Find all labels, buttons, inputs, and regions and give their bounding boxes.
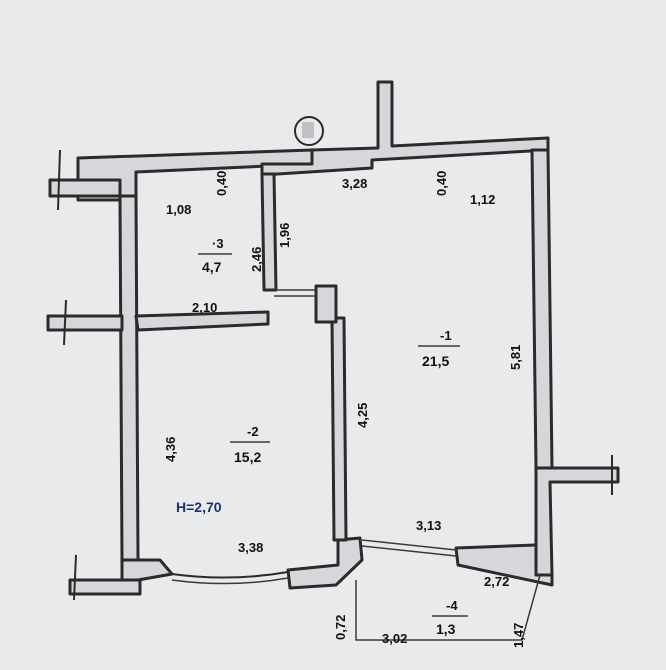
room-4-number: -4 [446, 598, 458, 613]
window-room2 [171, 571, 289, 579]
right-wall [530, 148, 554, 470]
wall-room2-room1 [330, 316, 348, 542]
room-3-number: ·3 [212, 236, 224, 251]
dimension-labels: 3,28 0,40 0,40 1,08 1,12 1,96 2,46 2,10 … [163, 171, 526, 648]
left-stub-lower [68, 578, 142, 596]
dim-2-10: 2,10 [192, 300, 217, 315]
bottom-wall-left [120, 558, 174, 582]
balcony-outline [355, 574, 541, 641]
room-2-number: -2 [247, 424, 259, 439]
dim-3-13: 3,13 [416, 518, 441, 533]
room-1-label: -1 21,5 [418, 328, 460, 369]
dim-1-96: 1,96 [277, 223, 292, 248]
dim-0-40-left: 0,40 [214, 171, 229, 196]
wall-room3-room2 [134, 310, 270, 332]
dim-5-81: 5,81 [508, 345, 523, 370]
redacted-mark [302, 122, 314, 138]
bottom-wall-balcony [454, 543, 554, 587]
dim-3-28: 3,28 [342, 176, 367, 191]
room-2-area: 15,2 [234, 449, 261, 465]
left-wall [118, 194, 140, 562]
dim-4-25: 4,25 [355, 403, 370, 428]
dim-1-08: 1,08 [166, 202, 191, 217]
dim-0-72: 0,72 [333, 615, 348, 640]
dim-1-12: 1,12 [470, 192, 495, 207]
left-stub-upper [48, 178, 122, 198]
dim-3-02: 3,02 [382, 631, 407, 646]
column-block [314, 284, 338, 324]
room-3-area: 4,7 [202, 259, 222, 275]
dim-0-40-right: 0,40 [434, 171, 449, 196]
dim-2-72: 2,72 [484, 574, 509, 589]
room-4-label: -4 1,3 [432, 598, 468, 637]
inner-walls [134, 172, 348, 542]
room-4-area: 1,3 [436, 621, 456, 637]
marker-circle [294, 116, 324, 146]
bottom-wall-right [286, 536, 364, 590]
room-2-label: -2 15,2 [230, 424, 270, 465]
dim-2-46: 2,46 [249, 247, 264, 272]
left-stub-middle [46, 314, 124, 332]
room-1-area: 21,5 [422, 353, 449, 369]
right-lower-wall [534, 466, 620, 577]
wall-room3-right [260, 172, 278, 292]
room-1-number: -1 [440, 328, 452, 343]
dim-4-36: 4,36 [163, 437, 178, 462]
dim-3-38: 3,38 [238, 540, 263, 555]
dim-1-47: 1,47 [511, 623, 526, 648]
openings [57, 149, 613, 641]
ceiling-height: H=2,70 [176, 499, 222, 515]
room-3-label: ·3 4,7 [198, 236, 232, 275]
outer-walls [46, 80, 620, 596]
balcony-door [361, 539, 457, 551]
